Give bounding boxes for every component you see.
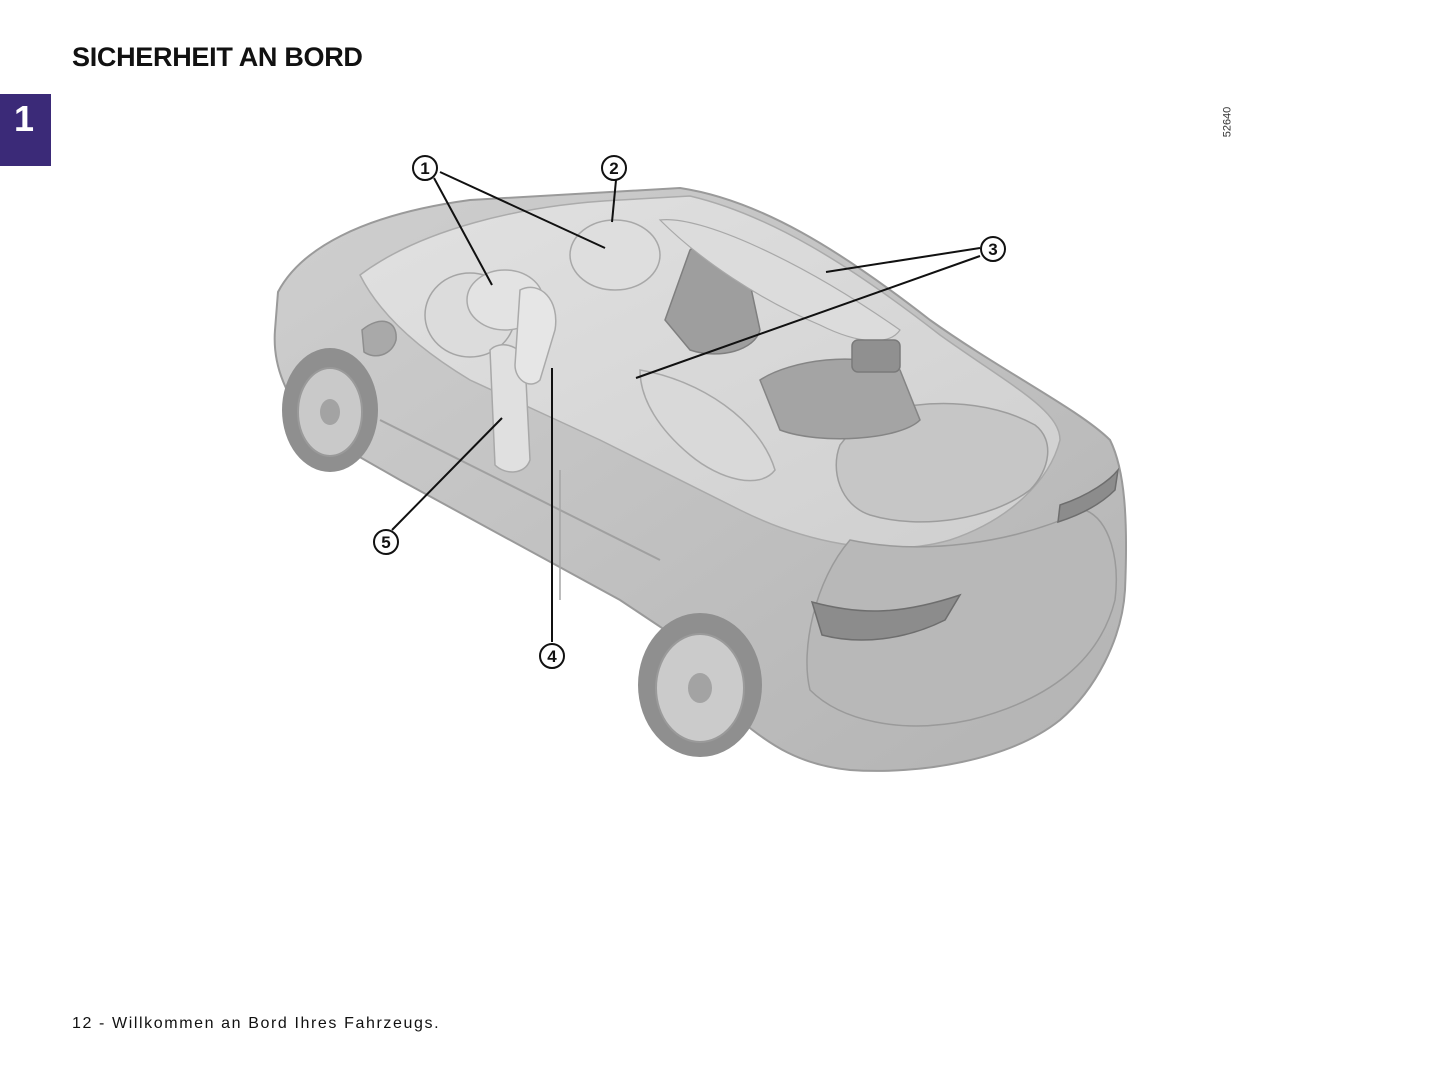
callout-2-label: 2 (609, 159, 618, 178)
callout-1-label: 1 (420, 159, 429, 178)
callout-leaders (391, 171, 981, 642)
callout-3: 3 (980, 236, 1006, 262)
callout-4: 4 (539, 643, 565, 669)
callout-3-label: 3 (988, 240, 997, 259)
page-title: SICHERHEIT AN BORD (72, 42, 363, 72)
interior (424, 219, 921, 482)
page-footer: 12 - Willkommen an Bord Ihres Fahrzeugs. (72, 1015, 441, 1032)
callout-5: 5 (373, 529, 399, 555)
rear-wheel (638, 613, 762, 757)
chapter-tab: 1 (0, 94, 51, 166)
front-wheel (282, 348, 378, 472)
callout-2: 2 (601, 155, 627, 181)
callout-1: 1 (412, 155, 438, 181)
callout-4-label: 4 (547, 647, 557, 666)
callout-5-label: 5 (381, 533, 390, 552)
